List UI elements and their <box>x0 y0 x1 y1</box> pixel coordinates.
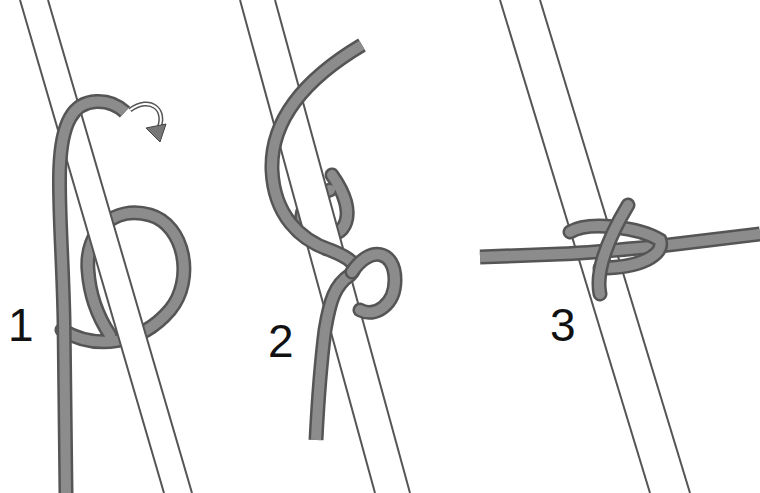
step-two-knot <box>240 0 410 493</box>
step-three-knot <box>480 0 760 493</box>
step-one-knot <box>20 0 192 493</box>
step-number: 3 <box>550 302 576 348</box>
step-number: 2 <box>268 318 294 364</box>
step-number: 1 <box>8 302 34 348</box>
